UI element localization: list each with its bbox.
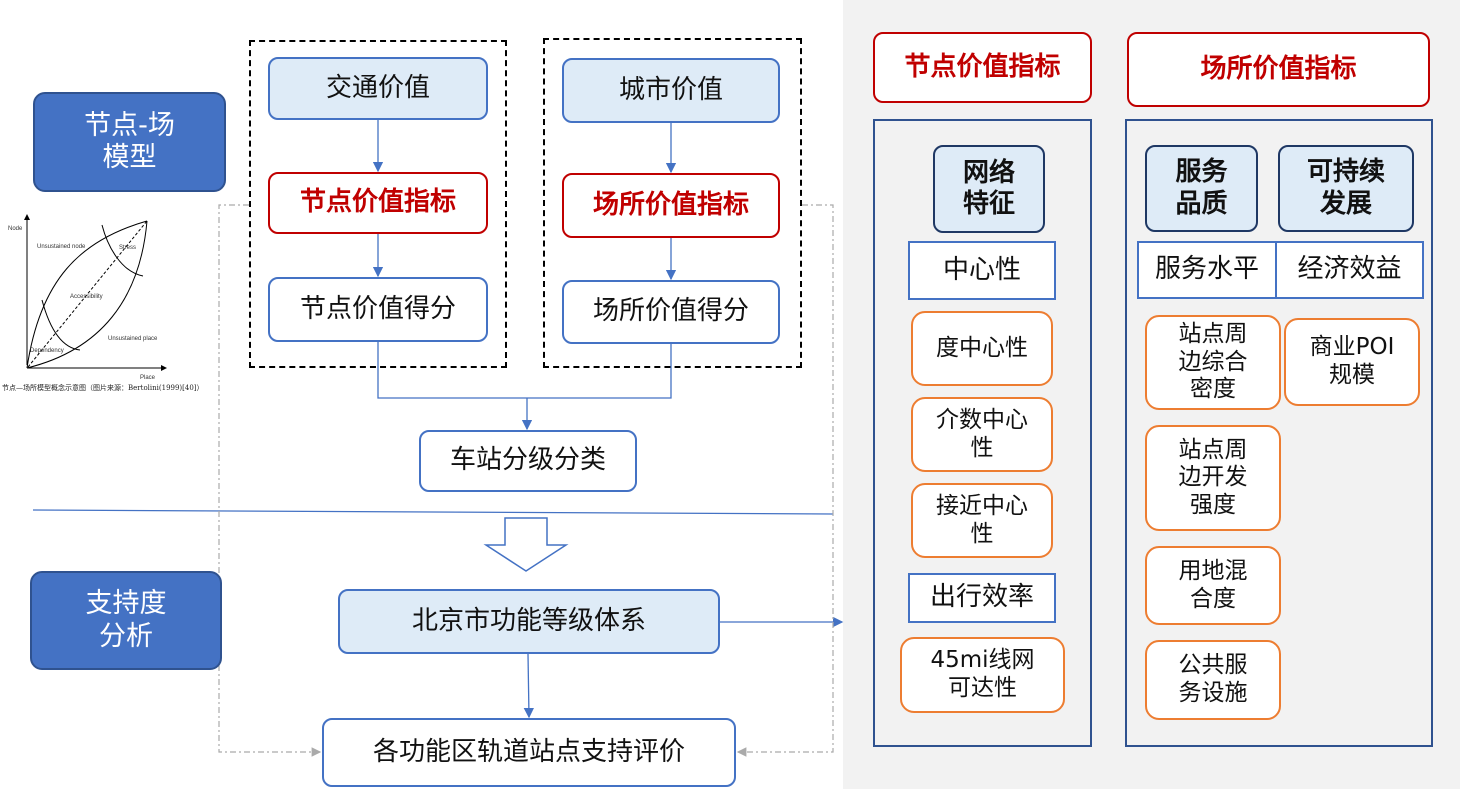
node-group-frame xyxy=(249,40,507,368)
node-index-panel xyxy=(873,119,1092,747)
centrality-group: 中心性 xyxy=(908,241,1056,300)
service-level-group: 服务水平 xyxy=(1137,241,1277,299)
indicator-item: 公共服 务设施 xyxy=(1145,640,1281,720)
place-index-panel xyxy=(1125,119,1433,747)
indicator-item: 度中心性 xyxy=(911,311,1053,386)
figure-label: Unsustained node xyxy=(37,244,86,250)
service-quality-category: 服务 品质 xyxy=(1145,145,1258,232)
transport-value-box: 交通价值 xyxy=(268,57,488,120)
figure-y-axis-label: Node xyxy=(8,226,23,232)
place-score-box: 场所价值得分 xyxy=(562,280,780,344)
beijing-function-system-box: 北京市功能等级体系 xyxy=(338,589,720,654)
figure-label: Dependency xyxy=(30,348,64,354)
place-index-box: 场所价值指标 xyxy=(562,173,780,238)
network-feature-category: 网络 特征 xyxy=(933,145,1045,233)
station-support-evaluation-box: 各功能区轨道站点支持评价 xyxy=(322,718,736,787)
station-classification-box: 车站分级分类 xyxy=(419,430,637,492)
node-place-model-figure xyxy=(24,214,167,371)
indicator-item: 用地混 合度 xyxy=(1145,546,1281,625)
node-index-box: 节点价值指标 xyxy=(268,172,488,234)
place-index-header: 场所价值指标 xyxy=(1127,32,1430,107)
node-index-header: 节点价值指标 xyxy=(873,32,1092,103)
indicator-item: 接近中心性 xyxy=(911,483,1053,558)
figure-caption: 节点—场所模型概念示意图（图片来源：Bertolini(1999)[40]） xyxy=(2,384,204,392)
node-place-model-label: 节点-场 模型 xyxy=(33,92,226,192)
sustainable-development-category: 可持续 发展 xyxy=(1278,145,1414,232)
economic-benefit-group: 经济效益 xyxy=(1275,241,1424,299)
figure-label: Stress xyxy=(119,245,136,251)
indicator-item: 商业POI 规模 xyxy=(1284,318,1420,406)
indicator-item: 介数中心性 xyxy=(911,397,1053,472)
figure-x-axis-label: Place xyxy=(140,375,156,381)
indicator-item: 45mi线网 可达性 xyxy=(900,637,1065,713)
indicator-item: 站点周 边综合 密度 xyxy=(1145,315,1281,410)
city-value-box: 城市价值 xyxy=(562,58,780,123)
place-group-frame xyxy=(543,38,802,368)
indicator-item: 站点周 边开发 强度 xyxy=(1145,425,1281,531)
node-score-box: 节点价值得分 xyxy=(268,277,488,342)
travel-efficiency-group: 出行效率 xyxy=(908,573,1056,623)
figure-label: Unsustained place xyxy=(108,336,158,342)
support-analysis-label: 支持度 分析 xyxy=(30,571,222,670)
figure-label: Accessibility xyxy=(70,294,103,300)
